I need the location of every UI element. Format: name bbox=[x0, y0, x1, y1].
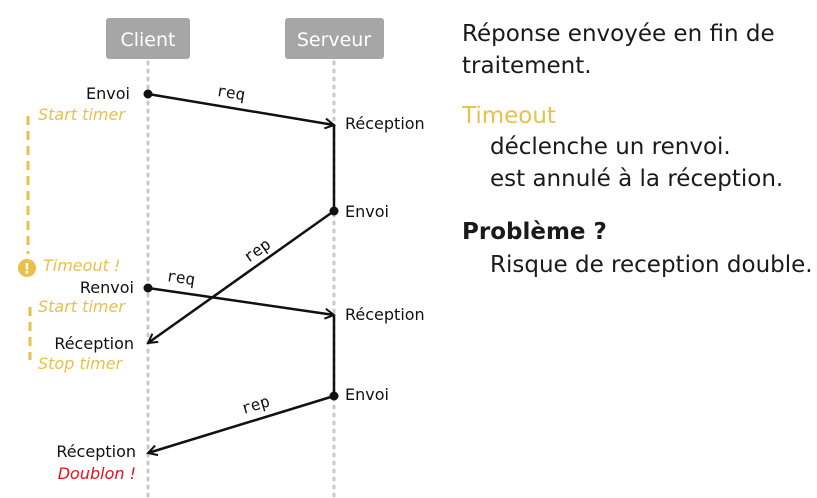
rep-arrow-1 bbox=[148, 209, 335, 343]
server-reception-label-1: Réception bbox=[345, 114, 425, 133]
timeout-label: Timeout ! bbox=[43, 256, 120, 275]
explanation-line-1: Réponse envoyée en fin de bbox=[462, 21, 775, 47]
sequence-diagram: Client Serveur req rep req rep Envoi Ren… bbox=[18, 18, 425, 498]
warning-circle-glyph: ! bbox=[24, 262, 30, 278]
send-dot-client-2 bbox=[143, 283, 153, 293]
timeout-item-1: déclenche un renvoi. bbox=[490, 134, 731, 160]
req-label-1: req bbox=[215, 81, 247, 105]
client-reception-label-2: Réception bbox=[56, 442, 136, 461]
problem-item: Risque de reception double. bbox=[490, 252, 813, 278]
warning-circle-icon: ! bbox=[18, 259, 36, 278]
send-dot-server-2 bbox=[329, 391, 339, 401]
send-dot-server-1 bbox=[329, 206, 339, 216]
req-label-2: req bbox=[165, 266, 196, 289]
send-dot-client-1 bbox=[143, 89, 153, 99]
server-reception-label-2: Réception bbox=[345, 305, 425, 324]
warning-circle-shape bbox=[18, 259, 36, 277]
start-timer-label-2: Start timer bbox=[38, 297, 126, 316]
client-reception-label-1: Réception bbox=[54, 334, 134, 353]
timeout-item-2: est annulé à la réception. bbox=[490, 166, 784, 192]
rep-arrow-2 bbox=[148, 394, 335, 453]
rep-label-1: rep bbox=[240, 234, 275, 266]
server-actor-label: Serveur bbox=[297, 29, 372, 51]
client-envoi-label: Envoi bbox=[86, 84, 130, 103]
stop-timer-label: Stop timer bbox=[38, 354, 124, 373]
client-actor-box bbox=[106, 18, 190, 59]
client-renvoi-label: Renvoi bbox=[80, 278, 134, 297]
timeout-heading: Timeout bbox=[462, 103, 556, 129]
req-arrow-1 bbox=[147, 92, 334, 125]
duplicate-label: Doublon ! bbox=[58, 464, 136, 483]
client-actor-label: Client bbox=[120, 29, 175, 51]
server-actor-box bbox=[285, 18, 384, 59]
explanation-line-2: traitement. bbox=[462, 53, 592, 79]
server-envoi-label-2: Envoi bbox=[345, 385, 389, 404]
req-arrow-2 bbox=[147, 286, 334, 315]
client-actor: Client bbox=[106, 18, 190, 59]
start-timer-label-1: Start timer bbox=[38, 105, 126, 124]
server-actor: Serveur bbox=[285, 18, 384, 59]
server-envoi-label-1: Envoi bbox=[345, 202, 389, 221]
rep-label-2: rep bbox=[239, 391, 272, 418]
problem-heading: Problème ? bbox=[462, 219, 607, 245]
